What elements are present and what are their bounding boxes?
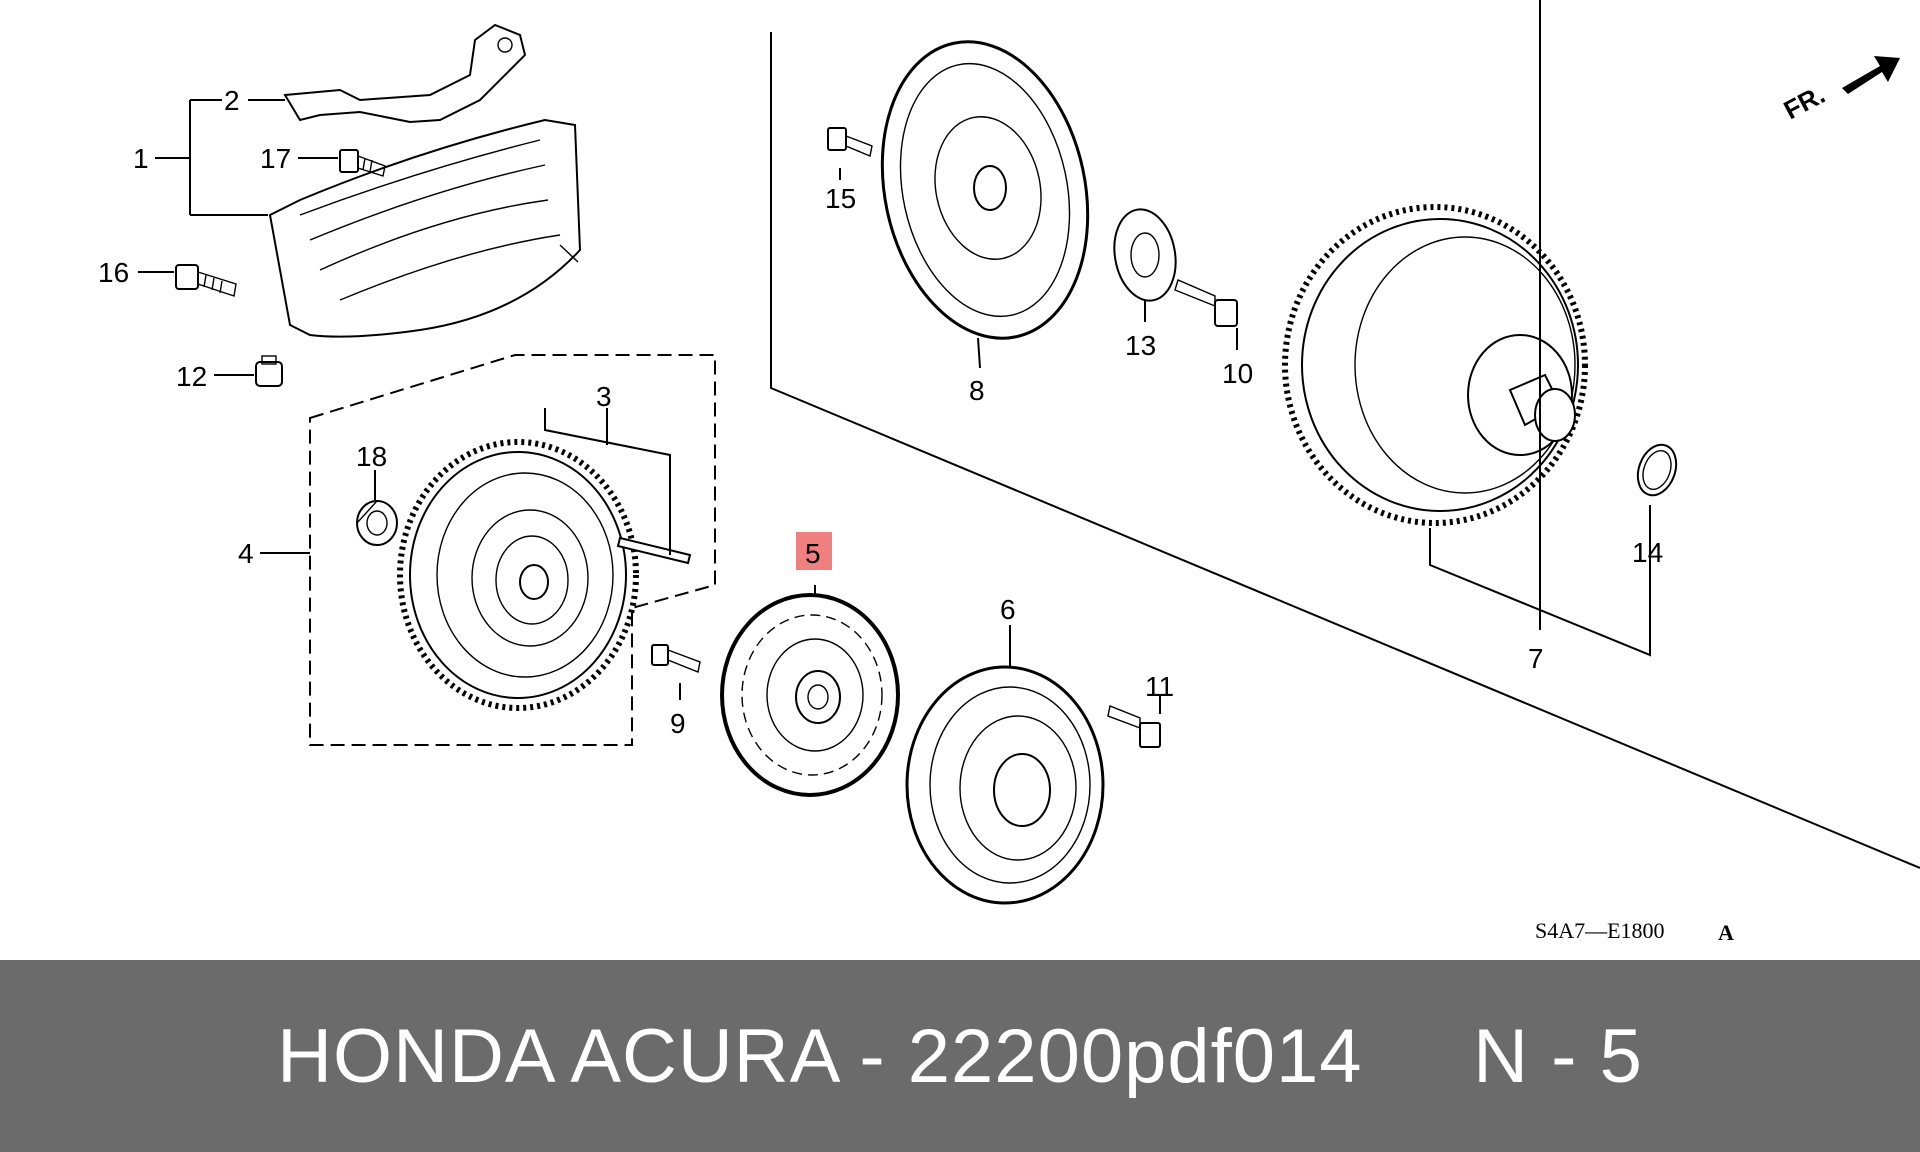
part-drive-plate-cover	[268, 118, 582, 338]
diagram-code-group: S4A7—E1800 A	[1535, 918, 1734, 945]
diagram-code-suffix: A	[1718, 920, 1734, 945]
callout-17[interactable]: 17	[260, 143, 291, 174]
callout-5[interactable]: 5	[805, 538, 821, 569]
part-bolt-16	[175, 264, 237, 297]
callout-12[interactable]: 12	[176, 361, 207, 392]
part-washer-plate	[1113, 208, 1177, 302]
footer-part-number: 22200pdf014	[907, 1013, 1363, 1099]
callout-4[interactable]: 4	[238, 538, 254, 569]
callout-3[interactable]: 3	[596, 381, 612, 412]
part-cover-bracket	[283, 23, 527, 124]
callout-11[interactable]: 11	[1145, 671, 1174, 702]
leader-lines	[138, 0, 1651, 714]
part-bolt-9	[651, 644, 701, 673]
callout-16[interactable]: 16	[98, 257, 129, 288]
callouts: 1 2 3 4 5 6 7 8 9 10 11 12 13 14 15 16 1…	[98, 85, 1663, 739]
parts-diagram: FR. 1 2 3 4 5 6 7 8 9 10 11	[98, 0, 1920, 945]
part-pilot-bearing	[356, 500, 398, 546]
callout-9[interactable]: 9	[670, 708, 686, 739]
part-flywheel	[397, 439, 639, 711]
front-direction-indicator: FR.	[1779, 56, 1900, 125]
callout-10[interactable]: 10	[1222, 358, 1253, 389]
callout-8[interactable]: 8	[969, 375, 985, 406]
callout-13[interactable]: 13	[1125, 330, 1156, 361]
part-pressure-plate	[905, 665, 1105, 905]
part-bolt-11	[1107, 705, 1161, 748]
part-bolt-15	[827, 127, 873, 157]
part-o-ring	[1636, 443, 1678, 497]
housing-outline	[770, 32, 1920, 869]
part-drive-plate	[880, 40, 1090, 340]
callout-15[interactable]: 15	[825, 183, 856, 214]
part-dowel-pin	[616, 536, 692, 565]
footer-bar: HONDA ACURA - 22200pdf014 N - 5	[0, 960, 1920, 1152]
flywheel-group-box	[309, 354, 716, 746]
callout-2[interactable]: 2	[224, 85, 240, 116]
part-torque-converter	[1282, 204, 1588, 526]
highlight-box	[796, 532, 832, 570]
fr-label: FR.	[1779, 79, 1830, 125]
footer-separator: -	[859, 1013, 886, 1099]
part-bolt-17	[339, 149, 386, 177]
callout-7[interactable]: 7	[1528, 643, 1544, 674]
callout-6[interactable]: 6	[1000, 594, 1016, 625]
callout-18[interactable]: 18	[356, 441, 387, 472]
callout-14[interactable]: 14	[1632, 537, 1663, 568]
footer-brand: HONDA ACURA	[277, 1013, 838, 1099]
part-bolt-10	[1174, 279, 1238, 327]
callout-1[interactable]: 1	[133, 143, 149, 174]
part-nut-12	[255, 355, 283, 387]
footer-position: N - 5	[1473, 1013, 1643, 1099]
front-arrow-icon	[1842, 56, 1900, 94]
part-clutch-disc	[720, 593, 900, 797]
diagram-code: S4A7—E1800	[1535, 918, 1665, 943]
footer-caption: HONDA ACURA - 22200pdf014 N - 5	[277, 1013, 1643, 1100]
